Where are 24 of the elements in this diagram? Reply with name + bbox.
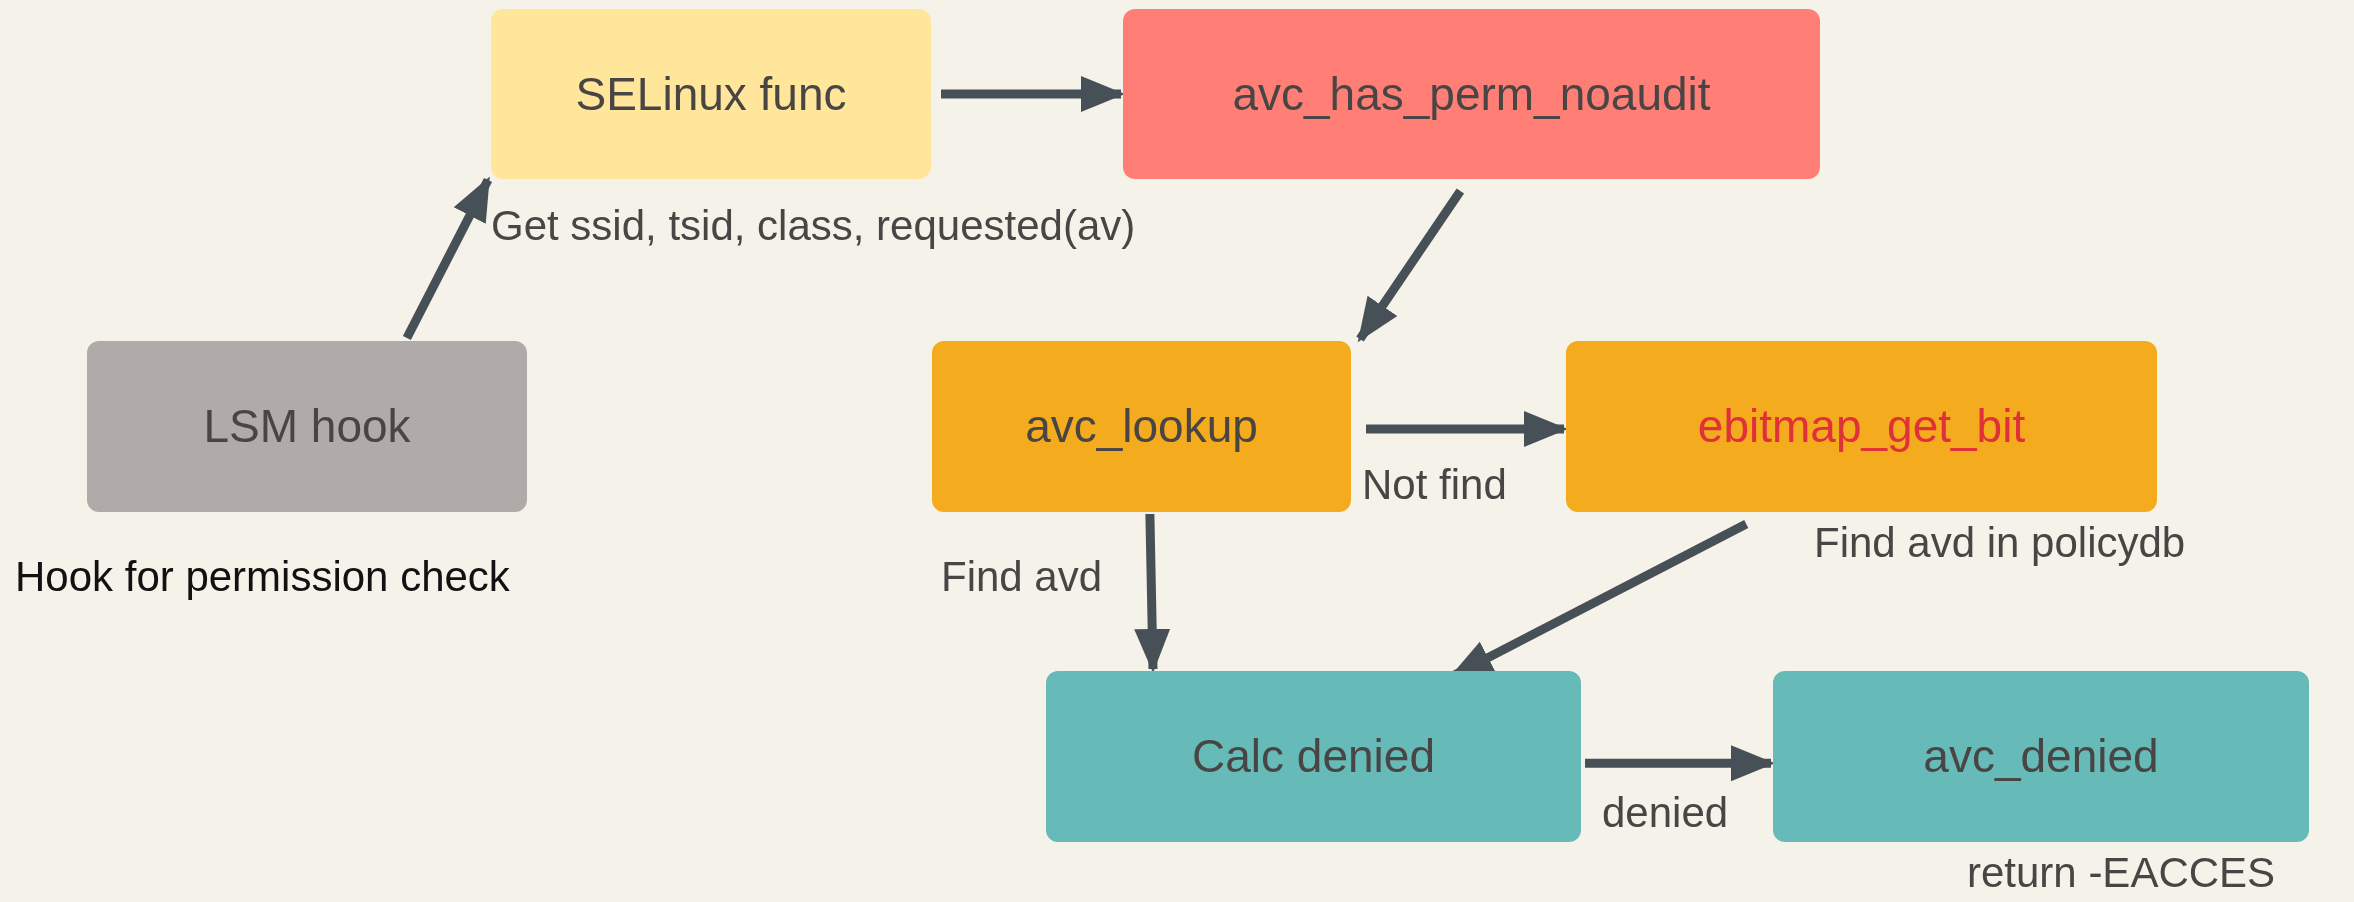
annotation-text: Get ssid, tsid, class, requested(av) bbox=[491, 205, 1136, 247]
box-label: LSM hook bbox=[203, 399, 411, 454]
process-box bbox=[932, 341, 1351, 512]
annotation-text: Hook for permission check bbox=[15, 556, 510, 598]
arrow bbox=[402, 176, 492, 341]
process-box bbox=[1046, 671, 1581, 842]
process-box bbox=[87, 341, 527, 512]
box-label: avc_has_perm_noaudit bbox=[1232, 66, 1711, 122]
process-box bbox=[1123, 9, 1820, 179]
process-box bbox=[491, 9, 931, 179]
annotation-text: Find avd in policydb bbox=[1814, 522, 2186, 564]
box-label: avc_lookup bbox=[1025, 399, 1258, 454]
box-label: ebitmap_get_bit bbox=[1697, 399, 2026, 454]
arrow bbox=[1585, 745, 1775, 782]
arrow bbox=[1134, 513, 1171, 673]
arrow bbox=[1356, 188, 1465, 343]
process-box bbox=[1773, 671, 2309, 842]
box-label: SELinux func bbox=[575, 66, 847, 122]
box-label: avc_denied bbox=[1923, 729, 2159, 784]
arrow bbox=[941, 76, 1125, 112]
process-box bbox=[1566, 341, 2157, 512]
box-label: Calc denied bbox=[1192, 729, 1435, 784]
annotation-text: return -EACCES bbox=[1967, 852, 2276, 894]
arrow bbox=[1366, 411, 1568, 448]
